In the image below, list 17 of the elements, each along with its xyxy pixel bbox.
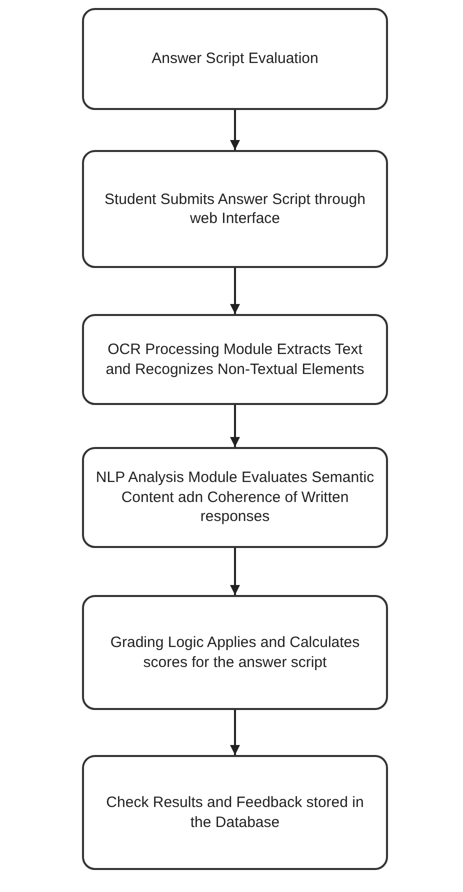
box-text: OCR Processing Module Extracts Text and Recognizes Non-Textual Elements bbox=[104, 340, 366, 379]
process-box bbox=[82, 150, 388, 268]
arrow bbox=[230, 268, 240, 314]
box-text: Student Submits Answer Script through web Interface bbox=[104, 190, 366, 228]
box-text: NLP Analysis Module Evaluates Semantic Content adn Coherence of Written responses bbox=[94, 468, 376, 527]
box-text: Answer Script Evaluation bbox=[152, 49, 318, 69]
process-box bbox=[82, 314, 388, 405]
arrow bbox=[230, 405, 240, 447]
process-box bbox=[82, 447, 388, 548]
process-box bbox=[82, 755, 388, 870]
arrow bbox=[230, 710, 240, 755]
box-text: Check Results and Feedback stored in the Database bbox=[105, 793, 365, 832]
arrow bbox=[230, 110, 240, 150]
box-text: Grading Logic Applies and Calculates scores for the answer script bbox=[109, 633, 361, 672]
arrow bbox=[230, 548, 240, 595]
process-box bbox=[82, 8, 388, 110]
process-box bbox=[82, 595, 388, 710]
